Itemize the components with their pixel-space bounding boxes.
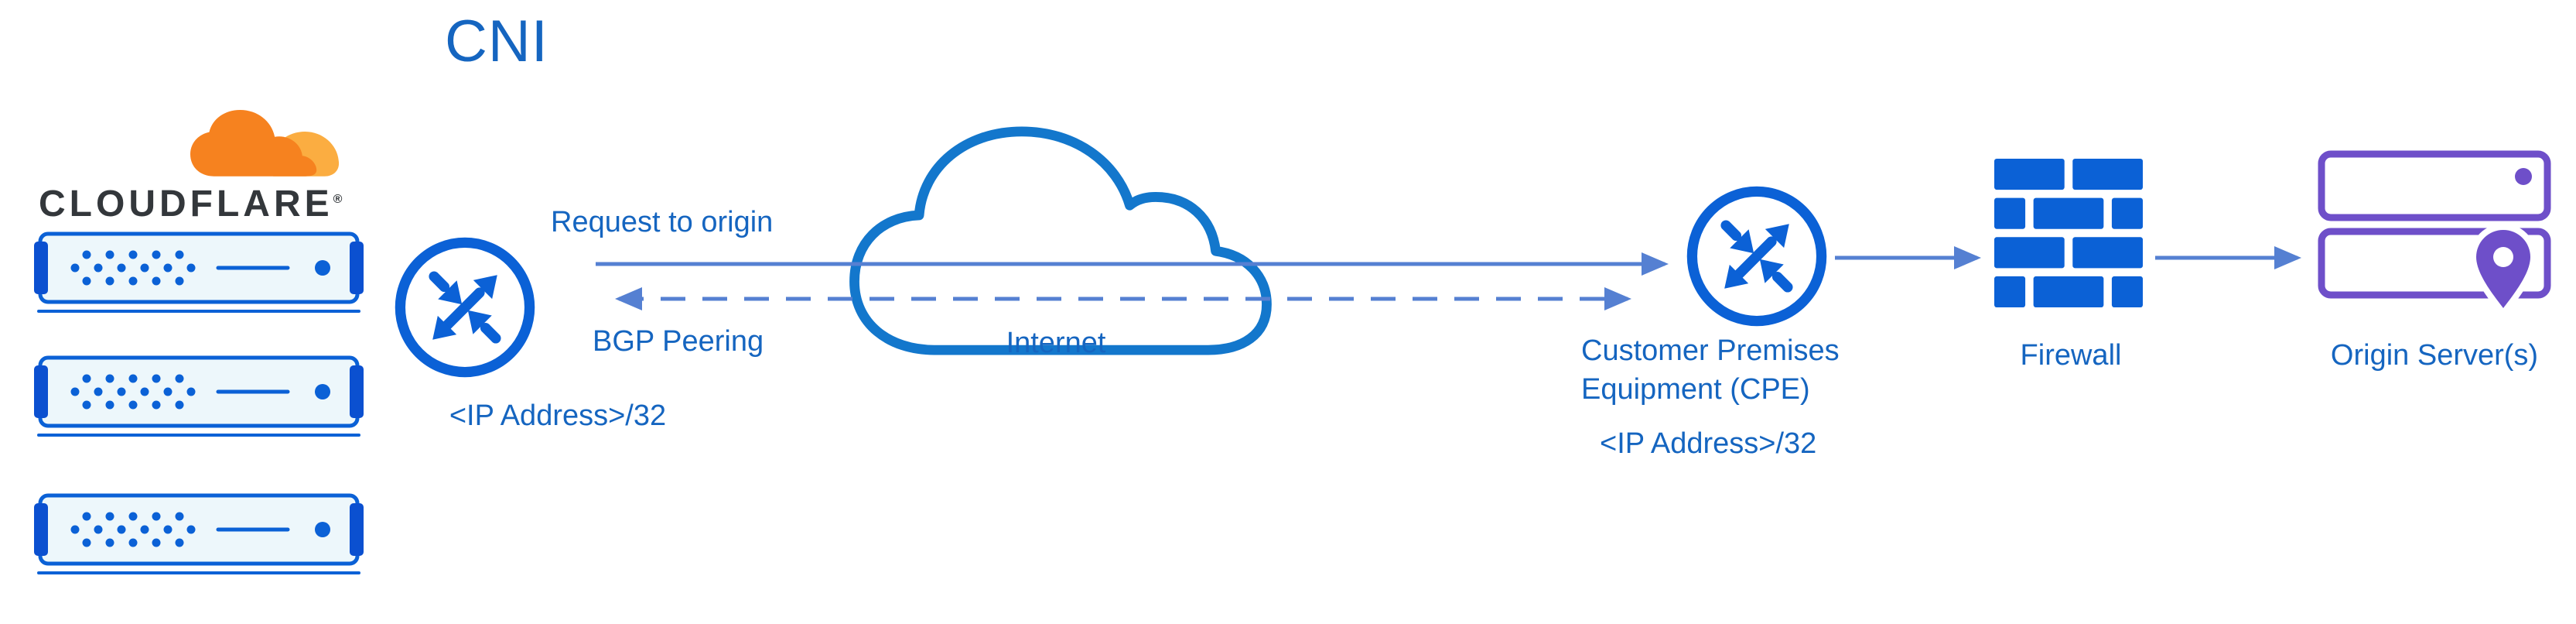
request-to-origin-label: Request to origin [551,206,774,238]
server-led-dots [70,250,196,286]
edge-router-icon [395,237,535,378]
diagram-title: CNI [445,9,548,74]
edge-server-icon [34,493,364,574]
location-pin-icon [2470,224,2537,314]
cpe-name-label: Customer Premises Equipment (CPE) [1581,334,1840,406]
cpe-ip-label: <IP Address>/32 [1600,427,1817,460]
registered-mark: ® [333,193,343,206]
cpe-label-block: Customer Premises Equipment (CPE) <IP Ad… [1581,331,1906,463]
cloudflare-wordmark-text: CLOUDFLARE [39,183,333,225]
origin-server-label: Origin Server(s) [2330,339,2539,372]
cloudflare-logo: CLOUDFLARE® [39,108,371,232]
firewall-label: Firewall [2020,339,2122,372]
server-led-dots [70,512,196,547]
firewall-icon [1994,159,2143,307]
cloudflare-cloud-dark-part [190,110,317,177]
cpe-router-icon [1686,186,1827,327]
bgp-peering-label: BGP Peering [593,325,764,358]
origin-server-icon [2318,150,2551,314]
internet-label: Internet [1006,327,1106,359]
cloudflare-wordmark: CLOUDFLARE® [39,183,342,225]
server-led-dots [70,374,196,410]
edge-server-icon [34,231,364,313]
edge-router-ip-label: <IP Address>/32 [449,399,667,432]
cloudflare-cloud-icon [190,110,340,177]
edge-server-icon [34,355,364,437]
